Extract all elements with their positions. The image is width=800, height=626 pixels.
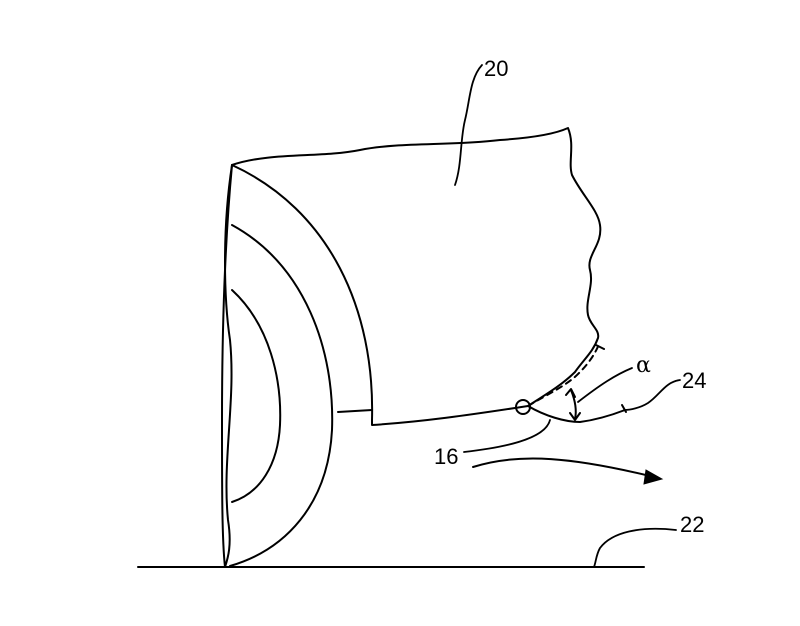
vehicle-body-outline: [231, 127, 602, 426]
leader-line-alpha: [577, 367, 633, 403]
label-alpha: α: [636, 353, 651, 378]
airflow-arrowhead: [643, 469, 664, 485]
body-lower-step: [337, 409, 373, 413]
flap-solid: [527, 405, 626, 423]
flap-dashed-end-mark: [595, 344, 605, 350]
wheel-middle-arc: [229, 224, 334, 567]
tire-sidewall: [224, 164, 233, 568]
leader-line-16: [463, 419, 551, 453]
label-24: 24: [682, 368, 706, 393]
label-16: 16: [434, 444, 458, 469]
airflow-arrow-line: [472, 457, 651, 477]
leader-line-24: [623, 379, 681, 411]
leader-line-22: [593, 527, 677, 568]
leader-line-20: [454, 64, 483, 186]
wheel-inner-arc: [231, 289, 282, 503]
flap-dashed: [527, 341, 601, 407]
tire-left-edge: [221, 164, 233, 568]
pivot-circle: [515, 399, 531, 415]
angle-arrowhead-bottom: [569, 412, 581, 421]
wheel-outer-arc: [231, 164, 374, 421]
angle-arrowhead-top: [565, 388, 576, 398]
label-22: 22: [680, 512, 704, 537]
label-20: 20: [484, 56, 508, 81]
